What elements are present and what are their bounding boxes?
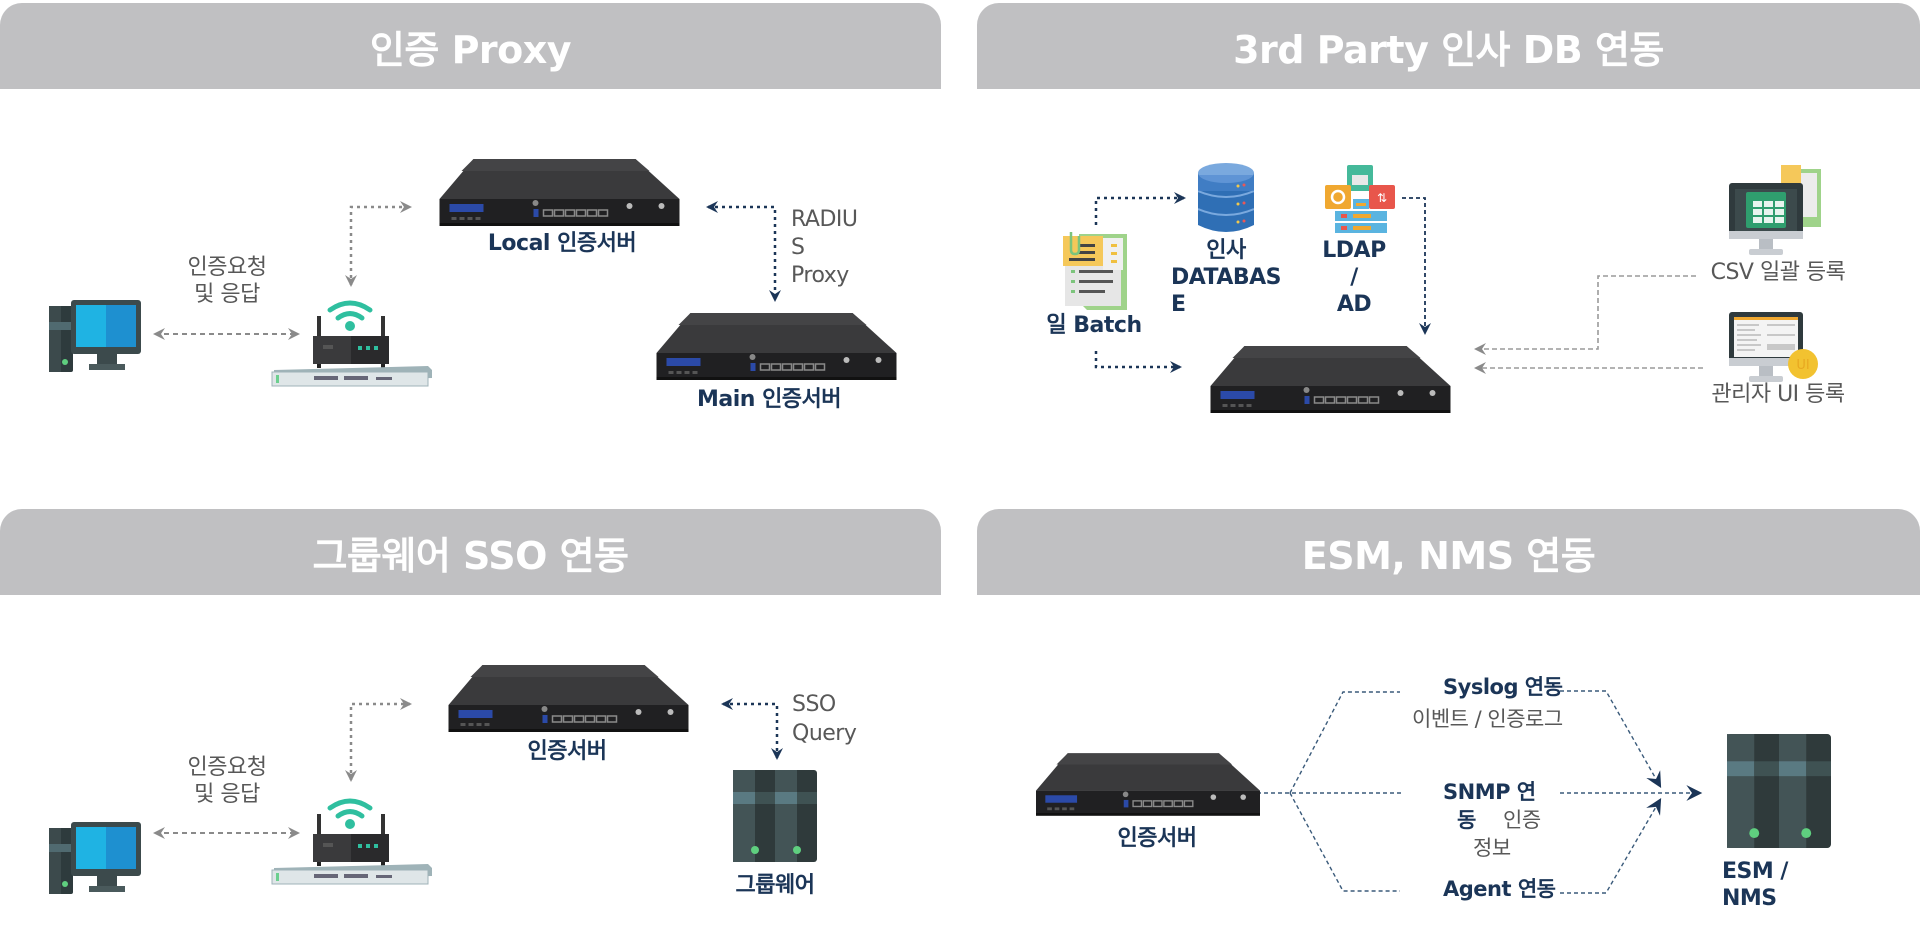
esm-nms-label: ESM / NMS	[1722, 859, 1788, 911]
csv-server-arrow	[1474, 275, 1696, 355]
server-appliance-icon	[447, 665, 690, 733]
ldap-label: LDAP / AD	[1322, 238, 1386, 317]
panel-header-auth-proxy: 인증 Proxy	[0, 3, 941, 89]
groupware-label: 그룹웨어	[735, 873, 815, 898]
syslog-desc-label: 이벤트 / 인증로그	[1412, 707, 1563, 731]
auth-server-label: 인증서버	[1117, 826, 1197, 851]
panel-header-groupware-sso: 그룹웨어 SSO 연동	[0, 509, 941, 595]
batch-db-arrow	[1094, 192, 1186, 225]
batch-label: 일 Batch	[1046, 313, 1142, 338]
wifi-router-icon	[270, 794, 432, 886]
database-icon	[1198, 163, 1254, 232]
server-appliance-icon	[655, 313, 898, 381]
server-tower-icon	[733, 770, 817, 862]
desktop-pc-icon	[49, 300, 141, 372]
wifi-router-icon	[270, 296, 432, 388]
agent-esm-line	[1560, 798, 1662, 894]
panel-header-esm-nms: ESM, NMS 연동	[977, 509, 1920, 595]
snmp-label: SNMP 연 동	[1443, 780, 1536, 832]
admin-ui-monitor-icon: UI	[1729, 312, 1818, 382]
server-agent-line	[1289, 792, 1400, 892]
local-server-label: Local 인증서버	[487, 231, 637, 256]
desktop-pc-icon	[49, 822, 141, 894]
server-syslog-line	[1289, 691, 1400, 794]
main-server-label: Main 인증서버	[696, 387, 842, 412]
document-icon	[1063, 232, 1127, 310]
router-local-server-arrow	[345, 201, 412, 287]
agent-label: Agent 연동	[1443, 877, 1556, 901]
sso-query-label: SSO Query	[792, 692, 857, 746]
database-label: 인사 DATABAS E	[1170, 238, 1282, 317]
syslog-label: Syslog 연동	[1443, 675, 1563, 699]
panel-title: 그룹웨어 SSO 연동	[312, 533, 629, 578]
auth-server-label: 인증서버	[527, 739, 607, 764]
panel-title: ESM, NMS 연동	[1301, 533, 1596, 578]
sso-query-arrow	[721, 698, 783, 760]
ldap-directory-icon: ⇅	[1325, 165, 1395, 233]
admin-ui-register-label: 관리자 UI 등록	[1711, 382, 1845, 407]
server-appliance-icon	[1209, 346, 1452, 414]
client-request-label: 인증요청 및 응답	[187, 755, 267, 807]
radius-proxy-label: RADIU S Proxy	[791, 207, 858, 288]
server-tower-icon	[1727, 734, 1831, 848]
snmp-desc-label: 인증 정보	[1473, 808, 1541, 860]
server-appliance-icon	[1036, 752, 1260, 818]
panel-title: 3rd Party 인사 DB 연동	[1233, 27, 1664, 72]
batch-server-arrow	[1094, 351, 1182, 373]
panel-title: 인증 Proxy	[369, 27, 572, 72]
server-appliance-icon	[438, 159, 681, 227]
panel-header-hr-db: 3rd Party 인사 DB 연동	[977, 3, 1920, 89]
syslog-esm-line	[1560, 690, 1662, 788]
router-auth-server-arrow	[345, 698, 412, 782]
radius-proxy-arrow	[706, 201, 781, 302]
svg-text:⇅: ⇅	[1377, 191, 1387, 205]
ldap-server-arrow	[1402, 197, 1431, 335]
client-request-label: 인증요청 및 응답	[187, 255, 267, 307]
csv-register-label: CSV 일괄 등록	[1710, 260, 1846, 285]
spreadsheet-monitor-icon	[1729, 165, 1821, 255]
ui-badge-text: UI	[1796, 358, 1809, 373]
